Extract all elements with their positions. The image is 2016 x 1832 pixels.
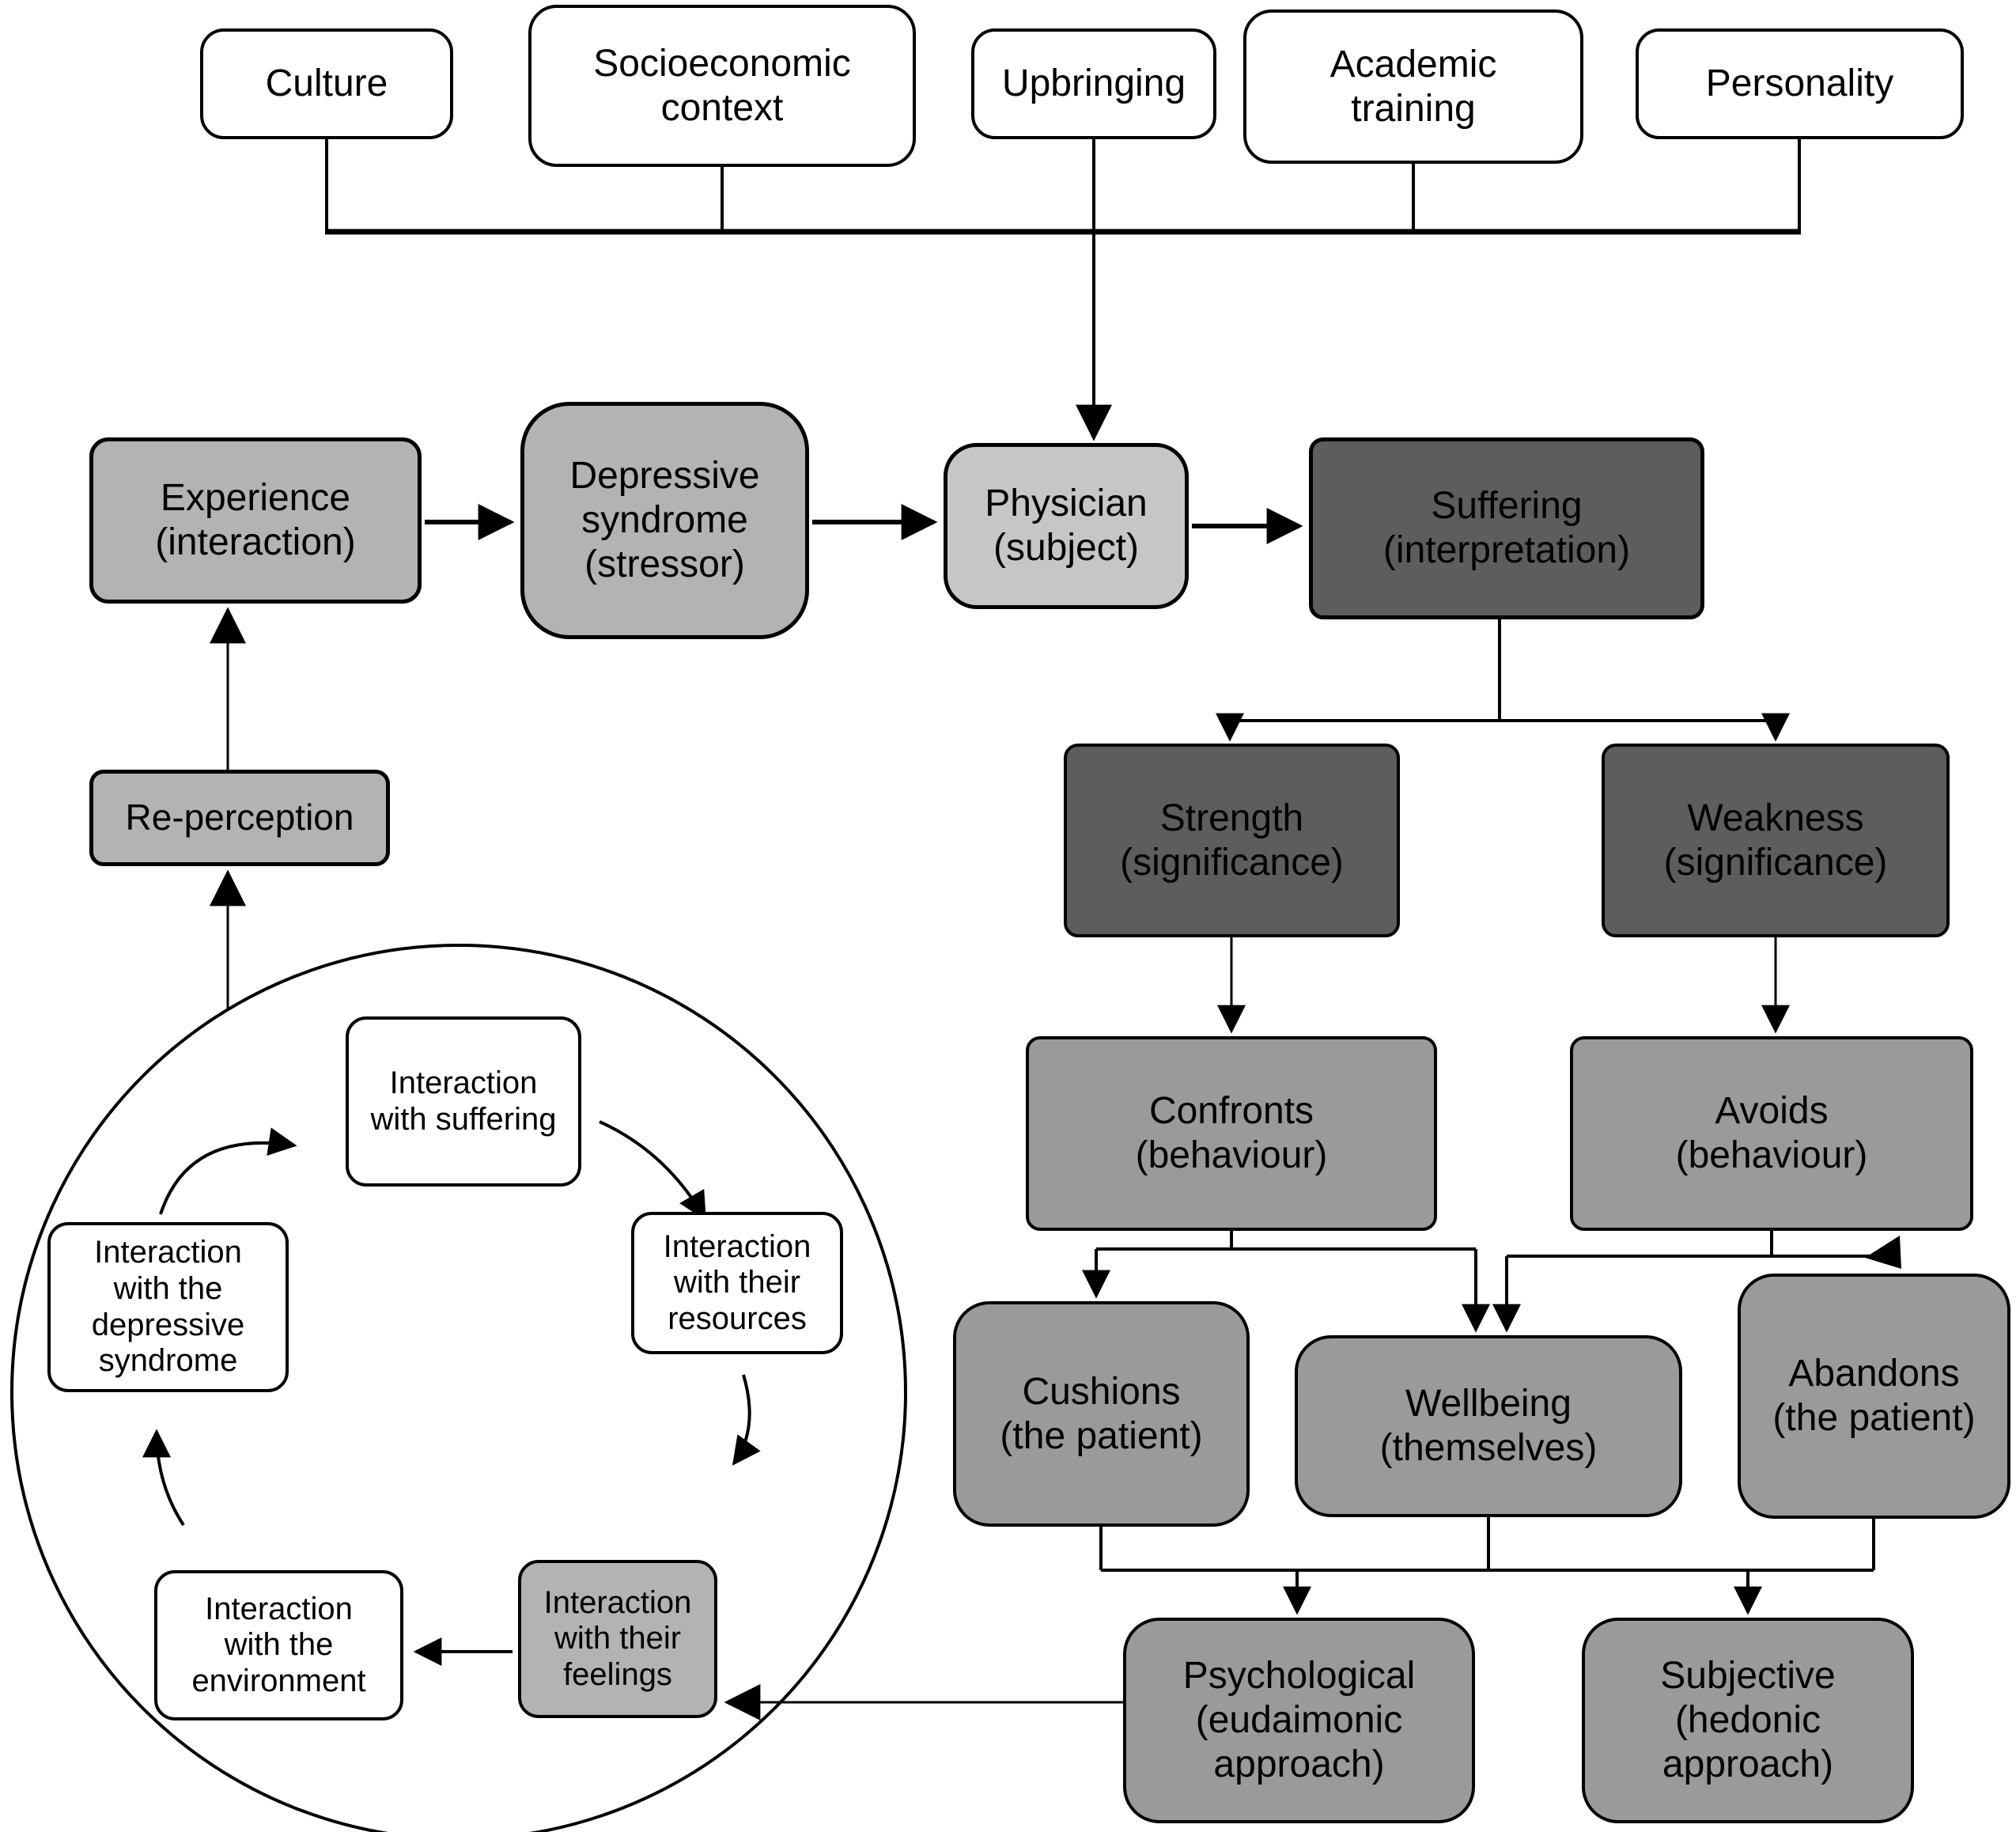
node-re-perception: Re-perception (89, 770, 390, 866)
node-cushions: Cushions(the patient) (953, 1301, 1250, 1527)
node-upbringing: Upbringing (971, 28, 1216, 139)
arrow-depressive-to-suffering-interaction (159, 1127, 297, 1215)
arrow-environment-to-depressive (142, 1429, 185, 1527)
arrow-suffering-to-resources (599, 1120, 706, 1221)
suffering-split-connector (1230, 619, 1776, 722)
node-weakness: Weakness(significance) (1602, 744, 1950, 937)
node-physician: Physician(subject) (944, 443, 1189, 609)
node-abandons: Abandons(the patient) (1738, 1274, 2010, 1519)
outcomes-bus-connector (1099, 1517, 1875, 1572)
node-personality: Personality (1636, 28, 1964, 139)
node-wellbeing: Wellbeing(themselves) (1295, 1335, 1682, 1517)
node-suffering: Suffering(interpretation) (1309, 437, 1704, 619)
node-avoids: Avoids(behaviour) (1570, 1036, 1973, 1231)
node-experience: Experience(interaction) (89, 437, 422, 604)
top-factors-connector (325, 139, 1801, 232)
avoids-to-abandons-arrowhead (1865, 1236, 1901, 1269)
interaction-cycle-circle (10, 944, 907, 1832)
node-culture: Culture (200, 28, 453, 139)
confronts-branch-connector (1096, 1231, 1476, 1251)
avoids-branch-connector (1507, 1231, 1892, 1258)
node-strength: Strength(significance) (1064, 744, 1400, 937)
node-confronts: Confronts(behaviour) (1026, 1036, 1437, 1231)
arrow-resources-to-feelings (732, 1374, 761, 1466)
